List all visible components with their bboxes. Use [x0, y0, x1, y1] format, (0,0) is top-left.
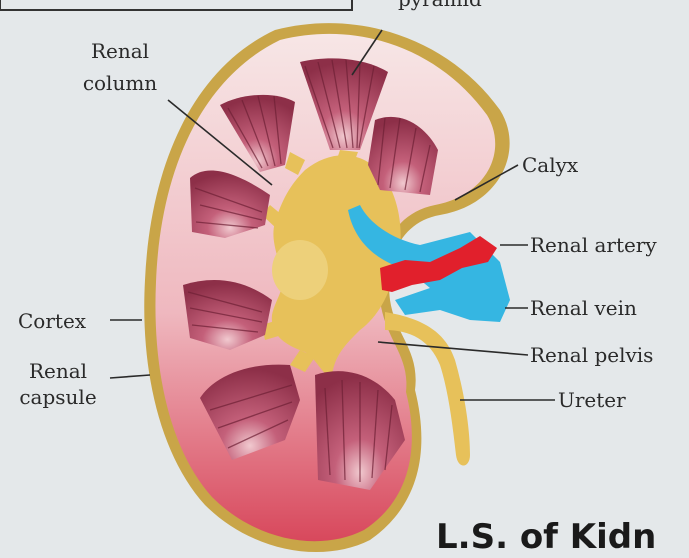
renal-column-label-line1: Renal — [91, 39, 149, 63]
renal-pelvis-label: Renal pelvis — [530, 343, 653, 367]
renal-vein-label: Renal vein — [530, 296, 637, 320]
ureter-label: Ureter — [558, 388, 626, 412]
top-box-border — [0, 0, 352, 10]
renal-capsule-label-line1: Renal — [29, 359, 87, 383]
pyramid-label-cut: pyramid — [398, 0, 482, 11]
calyx-label: Calyx — [522, 153, 579, 177]
diagram-title: L.S. of Kidn — [436, 517, 656, 557]
renal-artery-label: Renal artery — [530, 233, 657, 257]
renal-capsule-label-line2: capsule — [19, 385, 96, 409]
calyx-lumen — [272, 240, 328, 300]
renal-column-label-line2: column — [83, 71, 157, 95]
cortex-label: Cortex — [18, 309, 87, 333]
